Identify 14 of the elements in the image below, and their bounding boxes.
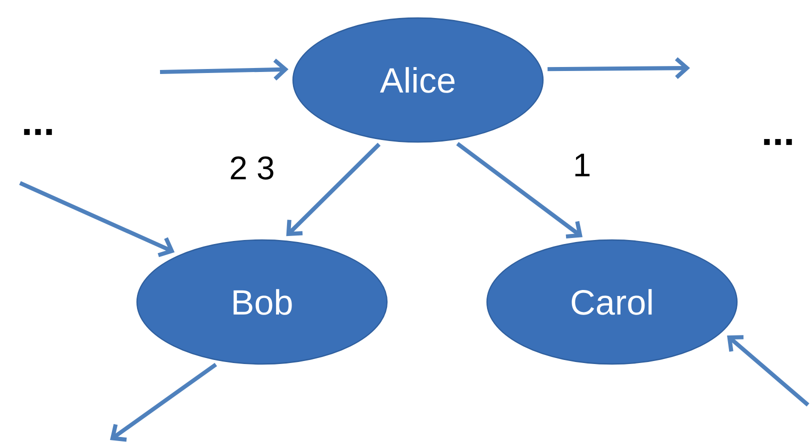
ellipsis-label: ... xyxy=(24,129,52,135)
edge-label: 2 3 xyxy=(228,155,276,181)
arrow xyxy=(286,142,381,236)
arrow xyxy=(19,181,175,258)
edge-label: 1 xyxy=(572,152,592,178)
arrow xyxy=(456,142,583,239)
ellipse-node: Carol xyxy=(486,239,738,365)
arrow xyxy=(548,57,690,79)
ellipsis-label: ... xyxy=(764,139,792,145)
arrow xyxy=(110,362,218,442)
arrow xyxy=(727,335,810,407)
ellipse-node: Bob xyxy=(136,239,388,365)
ellipse-node: Alice xyxy=(292,17,544,143)
arrow xyxy=(160,58,288,80)
